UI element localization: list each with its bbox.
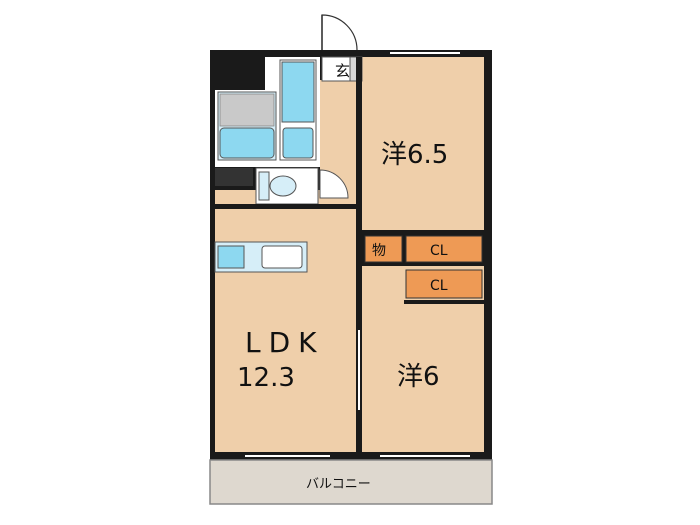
closet-lower-label: CL (430, 278, 448, 294)
washing-machine (282, 127, 314, 159)
ldk-floor (215, 190, 357, 452)
bath-washing-area (219, 93, 275, 127)
balcony-label: バルコニー (306, 477, 371, 492)
western-room-a (362, 57, 484, 231)
western-room-b-label: 洋6 (397, 362, 440, 392)
bathtub (219, 127, 275, 159)
genkan-label: 玄 (335, 62, 350, 80)
ldk-label: LDK (245, 326, 325, 359)
closet-lower (405, 269, 483, 299)
toilet-door-swing (319, 169, 349, 199)
ldk-size-label: 12.3 (237, 363, 295, 393)
balcony (209, 459, 493, 505)
storage-closet (364, 235, 403, 263)
storage-label: 物 (372, 243, 386, 259)
pillar-top-left (210, 50, 265, 90)
kitchen-sink (261, 245, 303, 269)
washbasin (281, 61, 315, 123)
toilet-bowl (269, 175, 297, 197)
wall-a-b (362, 230, 484, 235)
wall-closets-bottom (404, 300, 484, 304)
dark-storage (215, 168, 253, 186)
closet-upper (405, 235, 483, 263)
wall-closets-b (362, 262, 484, 266)
western-room-a-label: 洋6.5 (381, 140, 448, 170)
closet-upper-label: CL (430, 243, 448, 259)
wall-wet-ldk (215, 204, 357, 209)
toilet-tank (258, 171, 270, 201)
kitchen-stove (217, 245, 245, 269)
wall-vertical-center (356, 57, 362, 452)
front-door-swing (321, 14, 358, 51)
